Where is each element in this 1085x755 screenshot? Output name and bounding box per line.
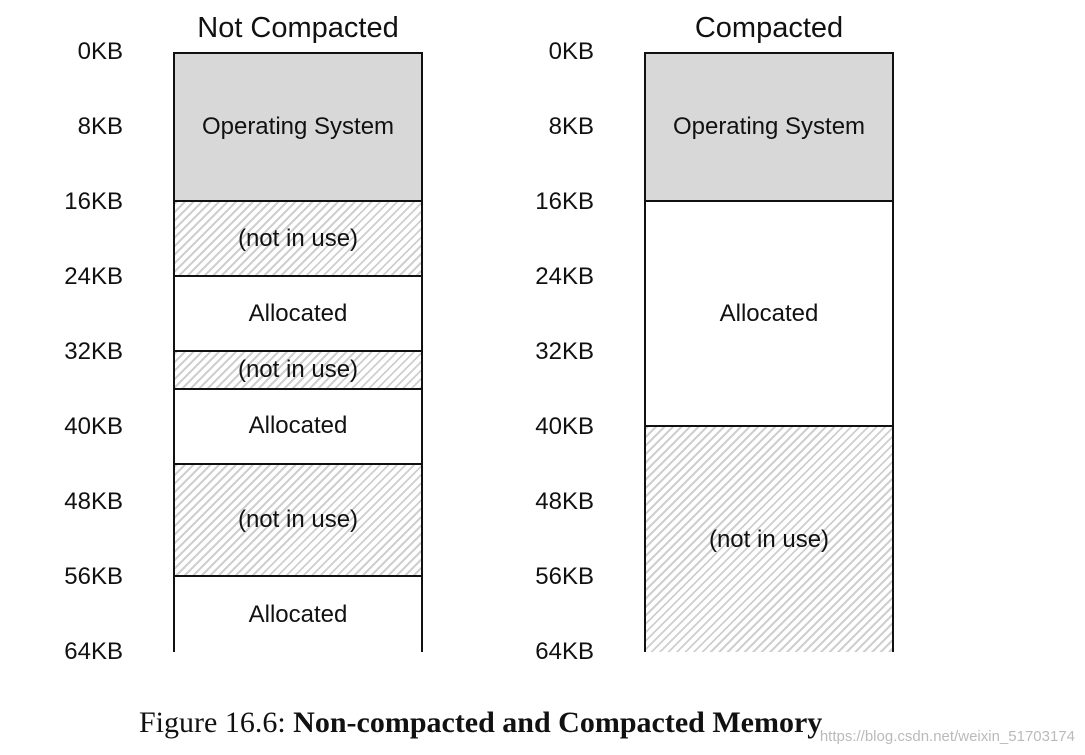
address-label: 8KB (77, 113, 123, 140)
address-label: 64KB (535, 638, 594, 665)
free-segment: (not in use) (175, 352, 421, 390)
address-label: 0KB (77, 38, 123, 65)
segment-label: Allocated (248, 412, 348, 439)
segment-label: Operating System (672, 113, 866, 140)
address-label: 0KB (548, 38, 594, 65)
not-compacted-diagram: Not Compacted 0KB 8KB 16KB 24KB 32KB 40KB 48KB… (50, 0, 423, 680)
watermark: https://blog.csdn.net/weixin_51703174 (819, 728, 1075, 745)
segment-label: (not in use) (237, 355, 359, 383)
address-label: 16KB (64, 188, 123, 215)
os-segment: Operating System (175, 54, 421, 202)
memory-address-axis: 0KB 8KB 16KB 24KB 32KB 40KB 48KB 56KB 64KB (50, 0, 130, 680)
address-label: 48KB (64, 488, 123, 515)
free-segment: (not in use) (175, 202, 421, 277)
address-label: 32KB (535, 338, 594, 365)
segment-label: (not in use) (237, 224, 359, 252)
segment-label: Operating System (201, 113, 395, 140)
address-label: 56KB (64, 563, 123, 590)
diagram-title: Not Compacted (197, 12, 399, 44)
segment-label: Allocated (248, 600, 348, 628)
address-label: 16KB (535, 188, 594, 215)
address-label: 24KB (64, 263, 123, 290)
segment-label: (not in use) (237, 505, 359, 533)
address-label: 56KB (535, 563, 594, 590)
address-label: 8KB (548, 113, 594, 140)
memory-column: Operating System (not in use) Allocated (no… (173, 52, 423, 652)
address-label: 48KB (535, 488, 594, 515)
caption-prefix: Figure 16.6: (139, 706, 294, 739)
address-label: 24KB (535, 263, 594, 290)
allocated-segment: Allocated (175, 389, 421, 465)
memory-address-axis: 0KB 8KB 16KB 24KB 32KB 40KB 48KB 56KB 64KB (521, 0, 601, 680)
segment-label: Allocated (719, 299, 819, 327)
address-label: 32KB (64, 338, 123, 365)
os-segment: Operating System (646, 54, 892, 202)
free-segment: (not in use) (175, 464, 421, 577)
compacted-diagram: Compacted 0KB 8KB 16KB 24KB 32KB 40KB 48KB 56KB… (521, 0, 894, 680)
allocated-segment: Allocated (175, 277, 421, 352)
segment-label: Allocated (248, 299, 348, 327)
address-label: 40KB (535, 413, 594, 440)
address-label: 64KB (64, 638, 123, 665)
address-label: 40KB (64, 413, 123, 440)
figure-caption: Figure 16.6: Non-compacted and Compacted… (139, 703, 822, 743)
free-segment: (not in use) (646, 427, 892, 652)
allocated-segment: Allocated (175, 577, 421, 652)
diagram-title: Compacted (694, 12, 844, 44)
caption-title: Non-compacted and Compacted Memory (293, 706, 823, 739)
allocated-segment: Allocated (646, 202, 892, 427)
segment-label: (not in use) (708, 525, 830, 553)
